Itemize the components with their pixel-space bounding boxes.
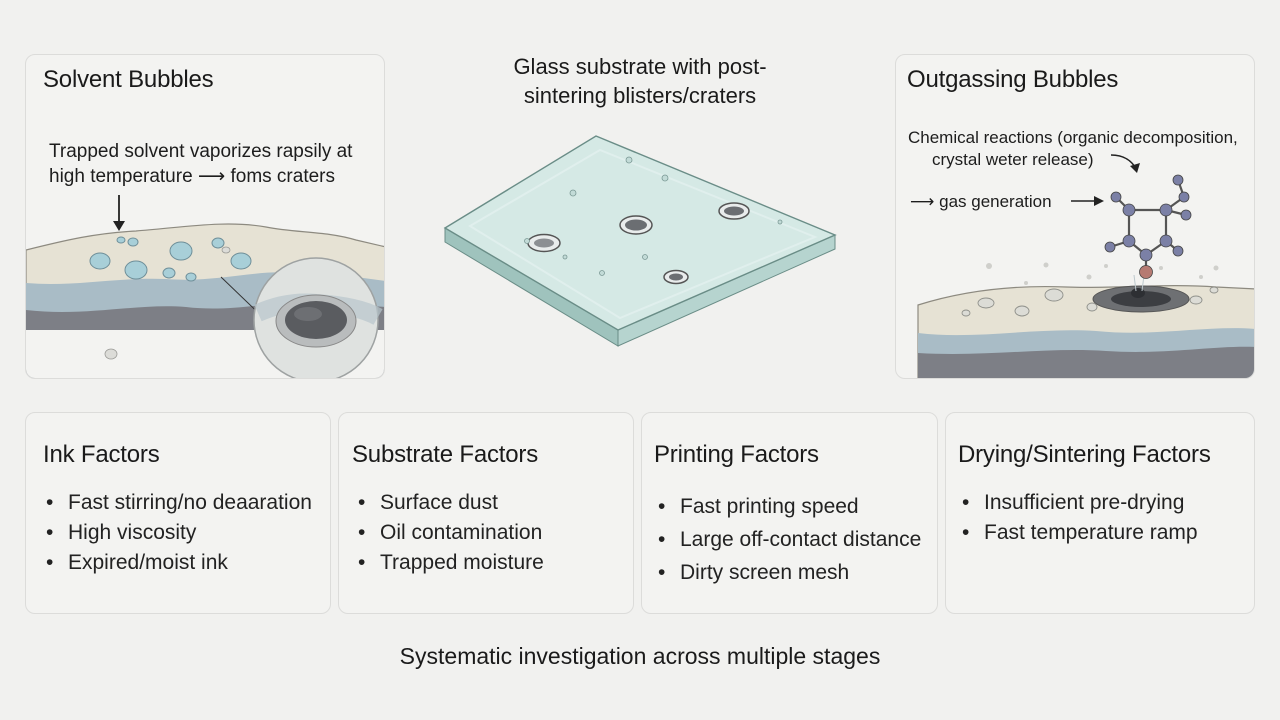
solvent-callout-line2: high temperature ⟶ foms craters xyxy=(49,164,335,189)
factor-list: Fast stirring/no deaaration High viscosi… xyxy=(44,491,312,575)
arrow-right-icon: ⟶ xyxy=(910,192,935,211)
factor-item: Surface dust xyxy=(356,491,544,515)
outgassing-bubbles-panel: Outgassing Bubbles Chemical reactions (o… xyxy=(895,54,1255,379)
factor-list: Insufficient pre-drying Fast temperature… xyxy=(960,491,1198,545)
solvent-bubbles-illustration xyxy=(26,195,384,378)
outgassing-callout-line3: ⟶ gas generation xyxy=(910,190,1052,213)
gas-generation-label: gas generation xyxy=(939,192,1052,211)
factor-item: Large off-contact distance xyxy=(656,528,921,552)
center-title: Glass substrate with post- sintering bli… xyxy=(440,52,840,110)
crater-marks xyxy=(527,202,750,285)
solvent-bubbles-panel: Solvent Bubbles Trapped solvent vaporize… xyxy=(25,54,385,379)
factor-item: Fast stirring/no deaaration xyxy=(44,491,312,515)
factor-panel-drying: Drying/Sintering Factors Insufficient pr… xyxy=(945,412,1255,614)
solvent-callout-part-a: high temperature xyxy=(49,166,193,187)
factor-panel-printing: Printing Factors Fast printing speed Lar… xyxy=(641,412,938,614)
factor-item: Fast temperature ramp xyxy=(960,521,1198,545)
factor-list: Surface dust Oil contamination Trapped m… xyxy=(356,491,544,575)
factor-item: Insufficient pre-drying xyxy=(960,491,1198,515)
factor-list: Fast printing speed Large off-contact di… xyxy=(656,495,921,585)
factor-panel-ink: Ink Factors Fast stirring/no deaaration … xyxy=(25,412,331,614)
factor-item: Dirty screen mesh xyxy=(656,561,921,585)
center-title-line2: sintering blisters/craters xyxy=(523,83,757,108)
factor-item: High viscosity xyxy=(44,521,312,545)
solvent-bubbles-title: Solvent Bubbles xyxy=(43,66,214,93)
center-title-line1: Glass substrate with post- xyxy=(513,54,767,79)
factor-panel-substrate: Substrate Factors Surface dust Oil conta… xyxy=(338,412,634,614)
outgassing-callout-line2: crystal weter release) xyxy=(932,150,1094,169)
solvent-callout-part-b: foms craters xyxy=(230,166,335,187)
factor-title: Drying/Sintering Factors xyxy=(958,441,1211,468)
footer-summary: Systematic investigation across multiple… xyxy=(399,643,881,669)
factor-item: Trapped moisture xyxy=(356,551,544,575)
outgassing-bubbles-title: Outgassing Bubbles xyxy=(907,66,1119,93)
arrow-right-icon: ⟶ xyxy=(197,166,226,187)
factor-item: Oil contamination xyxy=(356,521,544,545)
factor-title: Substrate Factors xyxy=(352,441,539,468)
factor-item: Expired/moist ink xyxy=(44,551,312,575)
outgassing-illustration xyxy=(917,154,1254,378)
outgassing-callout-line1: Chemical reactions (organic decompositio… xyxy=(908,128,1238,147)
factor-title: Printing Factors xyxy=(654,441,819,468)
solvent-callout-line1: Trapped solvent vaporizes rapsily at xyxy=(49,141,353,162)
factor-item: Fast printing speed xyxy=(656,495,921,519)
factor-title: Ink Factors xyxy=(43,441,160,468)
